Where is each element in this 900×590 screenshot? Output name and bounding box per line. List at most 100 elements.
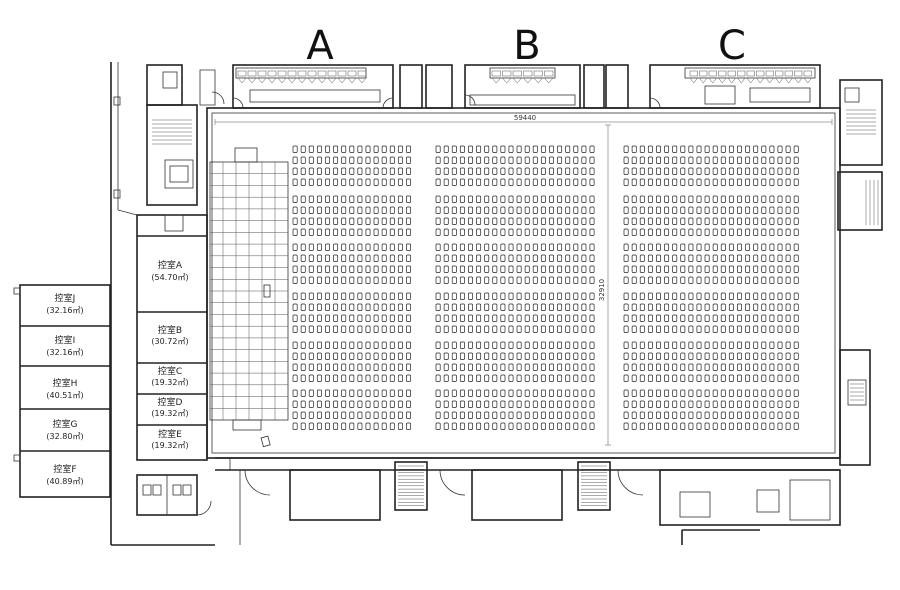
- zone-c-label[interactable]: C: [718, 23, 746, 69]
- seat: [508, 389, 514, 397]
- seat: [565, 265, 571, 273]
- seat: [532, 363, 538, 371]
- seat: [397, 217, 403, 225]
- seat: [777, 265, 783, 273]
- room-i[interactable]: 控室I (32.16㎡): [46, 334, 83, 357]
- seat: [589, 254, 595, 262]
- seat: [573, 167, 579, 175]
- seat: [333, 178, 339, 186]
- seat: [631, 145, 637, 153]
- room-d[interactable]: 控室D (19.32㎡): [151, 396, 188, 418]
- seat: [565, 325, 571, 333]
- seat: [581, 178, 587, 186]
- seat: [647, 178, 653, 186]
- southwest-restrooms: [136, 474, 212, 516]
- seat: [540, 178, 546, 186]
- seat: [581, 341, 587, 349]
- seat: [737, 243, 742, 251]
- seat: [680, 411, 686, 419]
- seat: [381, 400, 387, 408]
- room-g[interactable]: 控室G (32.80㎡): [46, 418, 83, 441]
- seat: [573, 206, 579, 214]
- seat: [325, 292, 330, 300]
- seat: [373, 411, 379, 419]
- seat: [589, 145, 595, 153]
- seat: [664, 374, 670, 382]
- seat: [389, 206, 395, 214]
- seat: [565, 206, 571, 214]
- seat: [349, 206, 355, 214]
- seat: [389, 145, 395, 153]
- seat: [500, 195, 506, 203]
- seat: [516, 411, 522, 419]
- seat: [349, 292, 355, 300]
- seat: [300, 178, 306, 186]
- seat: [316, 243, 322, 251]
- seat: [656, 303, 661, 311]
- room-c[interactable]: 控室C (19.32㎡): [151, 365, 188, 387]
- seat: [292, 243, 298, 251]
- seat: [349, 314, 355, 322]
- seat: [737, 325, 742, 333]
- seat: [341, 167, 347, 175]
- seat: [316, 389, 322, 397]
- seat: [769, 156, 775, 164]
- seat: [769, 400, 775, 408]
- seat: [397, 276, 403, 284]
- seat: [761, 363, 767, 371]
- seat: [459, 276, 465, 284]
- seat: [549, 422, 554, 430]
- seat: [532, 276, 538, 284]
- room-a[interactable]: 控室A (54.70㎡): [151, 259, 188, 282]
- seat: [639, 341, 645, 349]
- seat: [631, 400, 637, 408]
- seat: [672, 254, 678, 262]
- seat: [365, 243, 371, 251]
- seat: [451, 217, 457, 225]
- seat: [365, 265, 371, 273]
- seat: [300, 243, 306, 251]
- seat: [712, 292, 718, 300]
- seat: [389, 228, 395, 236]
- seat: [435, 400, 441, 408]
- seat: [664, 243, 670, 251]
- seat: [639, 217, 645, 225]
- seat: [532, 195, 538, 203]
- seat: [357, 374, 363, 382]
- seat: [492, 341, 498, 349]
- seat: [325, 389, 330, 397]
- seat: [333, 167, 339, 175]
- seat: [308, 167, 314, 175]
- seat: [647, 303, 653, 311]
- seat: [308, 422, 314, 430]
- room-b[interactable]: 控室B (30.72㎡): [151, 324, 188, 346]
- seat: [573, 228, 579, 236]
- seat: [549, 228, 554, 236]
- seat: [720, 325, 726, 333]
- seat: [316, 341, 322, 349]
- seat: [737, 341, 742, 349]
- seat: [524, 276, 530, 284]
- seat: [696, 400, 702, 408]
- room-f[interactable]: 控室F (40.89㎡): [46, 463, 83, 486]
- seat: [349, 265, 355, 273]
- zone-a-label[interactable]: A: [306, 23, 334, 69]
- seat: [300, 195, 306, 203]
- seat: [704, 167, 710, 175]
- seat: [656, 363, 661, 371]
- zone-b-label[interactable]: B: [513, 23, 540, 69]
- seat: [656, 292, 661, 300]
- seat: [664, 411, 670, 419]
- room-j[interactable]: 控室J (32.16㎡): [46, 292, 83, 315]
- seat: [712, 341, 718, 349]
- room-h[interactable]: 控室H (40.51㎡): [46, 377, 83, 400]
- seat: [720, 156, 726, 164]
- seat: [672, 195, 678, 203]
- seat: [341, 292, 347, 300]
- seat: [443, 156, 449, 164]
- seat: [777, 292, 783, 300]
- room-e[interactable]: 控室E (19.32㎡): [151, 428, 188, 450]
- seat: [435, 228, 441, 236]
- seat: [333, 254, 339, 262]
- seat: [325, 167, 330, 175]
